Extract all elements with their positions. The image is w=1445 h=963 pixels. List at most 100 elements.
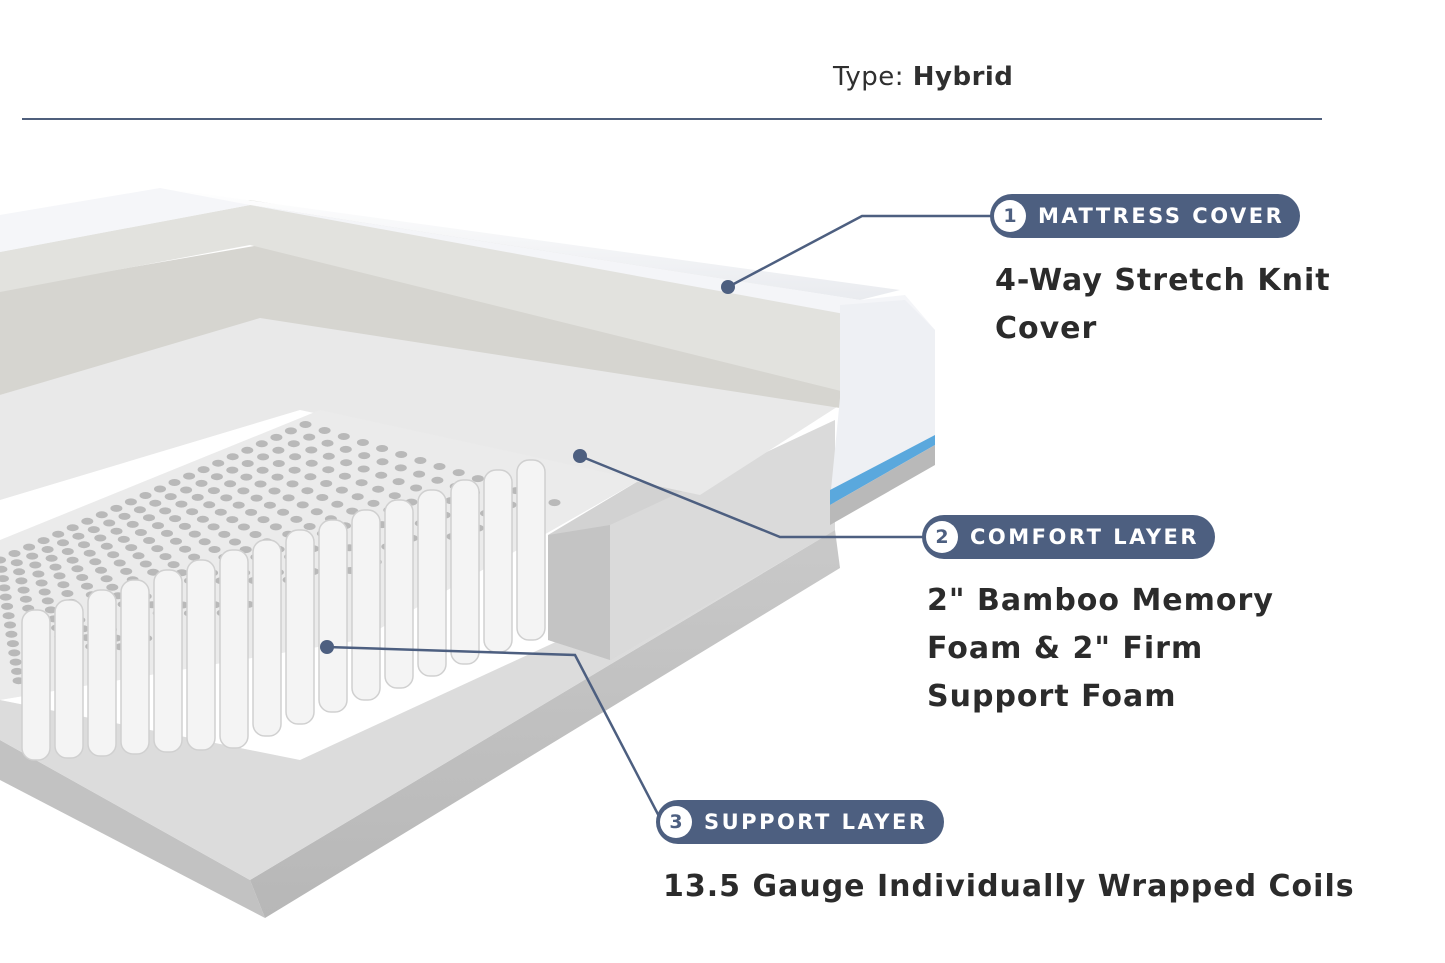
coil-pocket-cell xyxy=(306,460,318,467)
coil-pocket-cell xyxy=(7,640,19,647)
coil-pocket-cell xyxy=(237,487,249,494)
coil-pocket-cell xyxy=(220,494,232,501)
wrapped-coil xyxy=(88,590,116,756)
coil-pocket-cell xyxy=(76,574,88,581)
description-line: Foam & 2" Firm xyxy=(927,625,1274,673)
coil-pocket-cell xyxy=(270,434,282,441)
coil-pocket-cell xyxy=(189,531,201,538)
coil-pocket-cell xyxy=(159,507,171,514)
support-layer-badge: 3 SUPPORT LAYER xyxy=(656,800,944,844)
cover-marker-dot xyxy=(721,280,735,294)
coil-pocket-cell xyxy=(57,539,69,546)
wrapped-coil xyxy=(55,600,83,758)
coil-pocket-cell xyxy=(242,460,254,467)
coil-pocket-cell xyxy=(316,494,328,501)
coil-pocket-cell xyxy=(272,474,284,481)
coil-pocket-cell xyxy=(322,440,334,447)
wrapped-coil xyxy=(220,550,248,748)
coil-pocket-cell xyxy=(549,499,561,506)
coil-pocket-cell xyxy=(229,539,241,546)
coil-pocket-cell xyxy=(357,439,369,446)
coil-pocket-cell xyxy=(285,427,297,434)
coil-pocket-cell xyxy=(39,589,51,596)
description-line: 4-Way Stretch Knit xyxy=(995,257,1331,305)
coil-pocket-cell xyxy=(134,506,146,513)
coil-pocket-cell xyxy=(287,480,299,487)
coil-pocket-cell xyxy=(50,564,62,571)
wrapped-coil xyxy=(286,530,314,724)
coil-pocket-cell xyxy=(304,473,316,480)
coil-pocket-cell xyxy=(151,545,163,552)
coil-pocket-cell xyxy=(8,649,20,656)
coil-pocket-cell xyxy=(250,531,262,538)
coil-pocket-cell xyxy=(358,466,370,473)
coil-pocket-cell xyxy=(15,577,27,584)
coil-pocket-cell xyxy=(143,514,155,521)
coil-pocket-cell xyxy=(101,543,113,550)
coil-pocket-cell xyxy=(277,509,289,516)
coil-pocket-cell xyxy=(395,464,407,471)
coil-pocket-cell xyxy=(42,597,54,604)
coil-pocket-cell xyxy=(356,479,368,486)
coil-pocket-cell xyxy=(52,531,64,538)
coil-pocket-cell xyxy=(169,479,181,486)
coil-pocket-cell xyxy=(13,568,25,575)
coil-pocket-cell xyxy=(23,544,35,551)
coil-pocket-cell xyxy=(94,535,106,542)
coil-pocket-cell xyxy=(304,523,316,530)
description-line: 2" Bamboo Memory xyxy=(927,577,1274,625)
coil-pocket-cell xyxy=(38,537,50,544)
coil-pocket-cell xyxy=(297,501,309,508)
coil-pocket-cell xyxy=(245,509,257,516)
coil-pocket-cell xyxy=(323,453,335,460)
coil-pocket-cell xyxy=(319,427,331,434)
coil-pocket-cell xyxy=(143,537,155,544)
coil-pocket-cell xyxy=(78,541,90,548)
coil-pocket-cell xyxy=(67,557,79,564)
coil-pocket-cell xyxy=(111,528,123,535)
coil-pocket-cell xyxy=(1,603,13,610)
coil-pocket-cell xyxy=(251,495,263,502)
coil-pocket-cell xyxy=(125,498,137,505)
coil-pocket-cell xyxy=(135,529,147,536)
coil-pocket-cell xyxy=(127,521,139,528)
coil-pocket-cell xyxy=(208,523,220,530)
coil-pocket-cell xyxy=(311,508,323,515)
coil-pocket-cell xyxy=(0,594,12,601)
coil-pocket-cell xyxy=(62,548,74,555)
coil-pocket-cell xyxy=(67,524,79,531)
coil-pocket-cell xyxy=(81,583,93,590)
wrapped-coil xyxy=(154,570,182,752)
comfort-marker-dot xyxy=(573,449,587,463)
coil-pocket-cell xyxy=(372,486,384,493)
wrapped-coil xyxy=(253,540,281,736)
coil-pocket-cell xyxy=(3,612,15,619)
coil-pocket-cell xyxy=(257,467,269,474)
badge-label: SUPPORT LAYER xyxy=(704,810,928,834)
coil-pocket-cell xyxy=(208,487,220,494)
wrapped-coil xyxy=(517,460,545,640)
wrapped-coil xyxy=(352,510,380,700)
coil-pocket-cell xyxy=(218,531,230,538)
coil-pocket-cell xyxy=(257,453,269,460)
coil-pocket-cell xyxy=(89,558,101,565)
coil-pocket-cell xyxy=(71,565,83,572)
coil-pocket-cell xyxy=(336,487,348,494)
coil-pocket-cell xyxy=(212,460,224,467)
comfort-layer-badge: 2 COMFORT LAYER xyxy=(922,515,1215,559)
description-line: Cover xyxy=(995,305,1331,353)
coil-pocket-cell xyxy=(149,500,161,507)
coil-pocket-cell xyxy=(453,469,465,476)
coil-pocket-cell xyxy=(389,492,401,499)
coil-pocket-cell xyxy=(199,538,211,545)
coil-pocket-cell xyxy=(358,452,370,459)
coil-pocket-cell xyxy=(72,533,84,540)
coil-pocket-cell xyxy=(160,553,172,560)
coil-pocket-cell xyxy=(227,453,239,460)
coil-pocket-cell xyxy=(88,526,100,533)
coil-pocket-cell xyxy=(20,596,32,603)
coil-pocket-cell xyxy=(125,544,137,551)
coil-pocket-cell xyxy=(196,480,208,487)
coil-pocket-cell xyxy=(414,457,426,464)
wrapped-coil xyxy=(121,580,149,754)
